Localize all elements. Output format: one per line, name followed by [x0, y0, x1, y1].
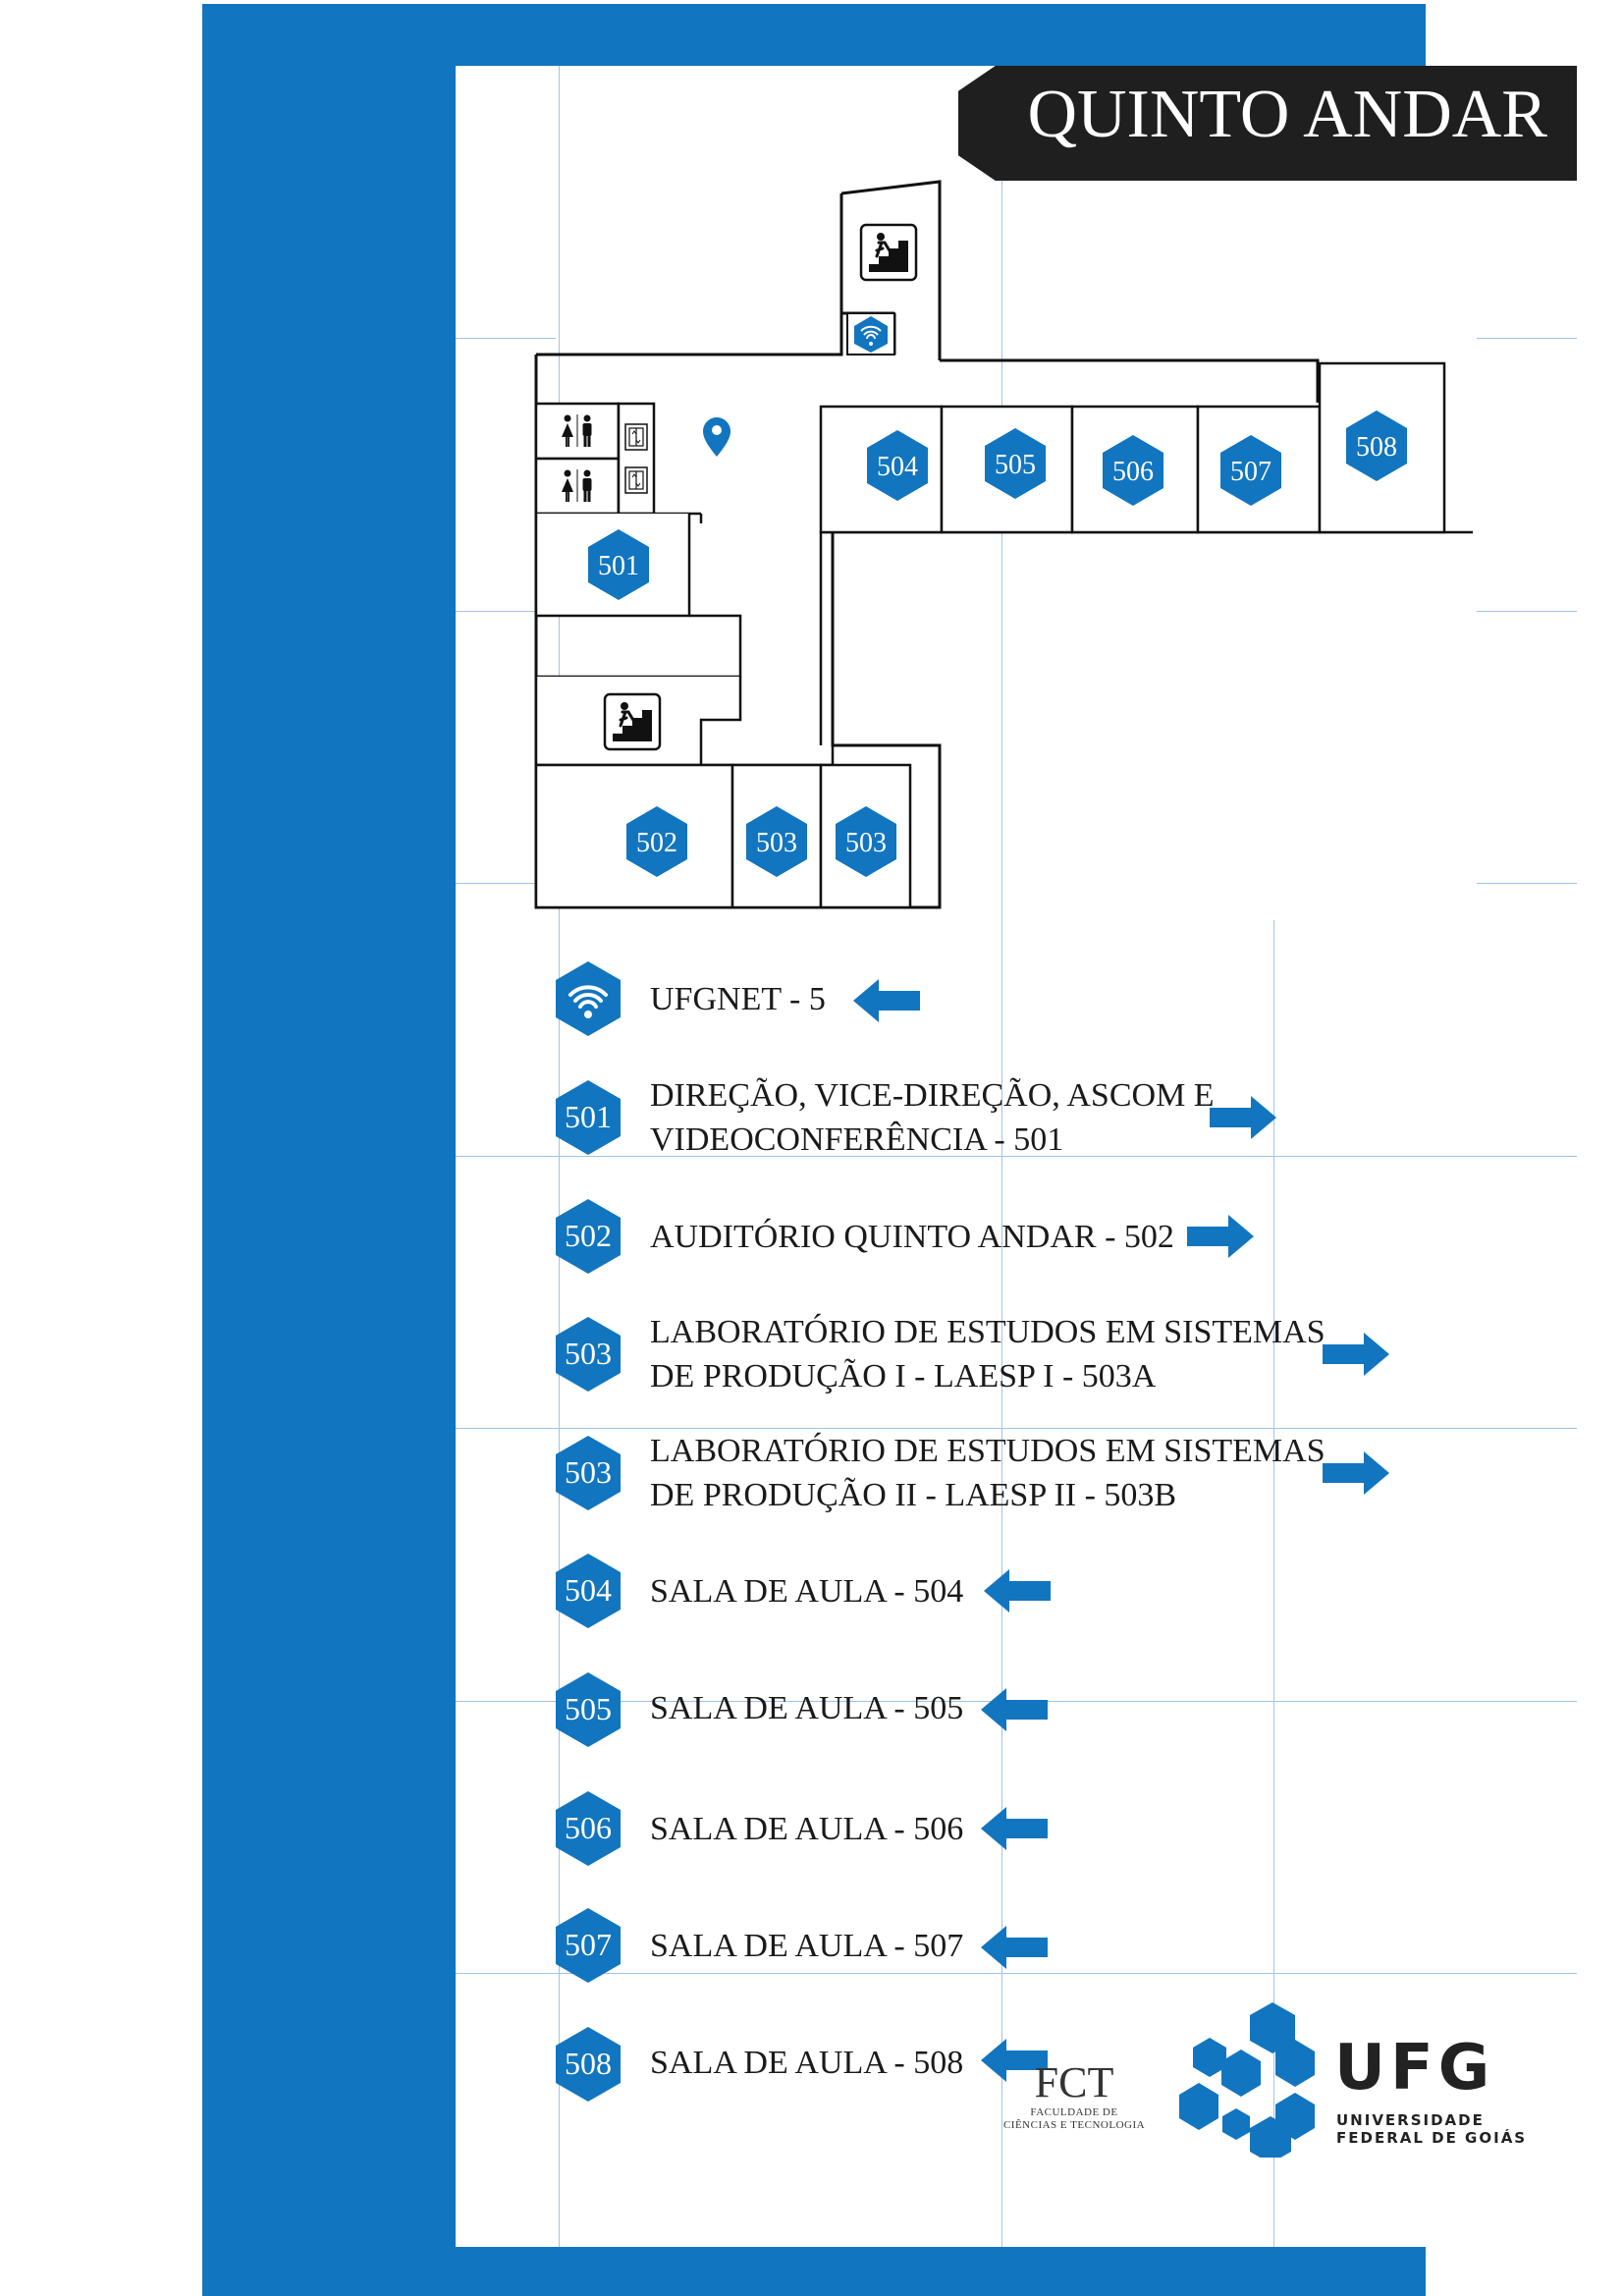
- wifi-icon: [554, 959, 622, 1038]
- badge-hex: 502: [554, 1197, 622, 1276]
- guide-line: [456, 883, 556, 884]
- page-title: QUINTO ANDAR: [1027, 77, 1547, 152]
- legend-item: 505 SALA DE AULA - 505: [456, 1670, 1577, 1759]
- room-badge: 507: [1220, 435, 1281, 506]
- room-label-503: 503: [845, 828, 887, 858]
- fct-line1: FACULDADE DE: [1030, 2106, 1118, 2118]
- svg-text:503: 503: [565, 1454, 612, 1490]
- svg-text:505: 505: [565, 1691, 612, 1726]
- ufg-line2: FEDERAL DE GOIÁS: [1336, 2129, 1528, 2147]
- guide-line: [456, 1156, 1577, 1157]
- guide-line: [456, 1973, 1577, 1974]
- arrow-left-icon: [853, 975, 920, 1026]
- legend-item: 506 SALA DE AULA - 506: [456, 1789, 1577, 1878]
- badge-hex: 501: [554, 1078, 622, 1157]
- title-banner: QUINTO ANDAR: [958, 66, 1577, 181]
- location-pin-icon: [703, 417, 730, 457]
- legend-text: SALA DE AULA - 507: [650, 1928, 964, 1964]
- arrow-left-icon: [981, 2035, 1048, 2086]
- badge-hex: 503: [554, 1434, 622, 1512]
- ufg-hex-logo-icon: [1179, 2002, 1315, 2158]
- fct-line2: CIÊNCIAS E TECNOLOGIA: [1002, 2119, 1146, 2131]
- svg-text:506: 506: [565, 1810, 612, 1845]
- legend-item: UFGNET - 5: [456, 959, 1577, 1048]
- guide-line: [1477, 611, 1577, 612]
- svg-text:501: 501: [565, 1099, 612, 1134]
- badge-hex: 505: [554, 1670, 622, 1749]
- arrow-left-icon: [981, 1684, 1048, 1735]
- wifi-icon: [846, 312, 895, 355]
- legend-text: SALA DE AULA - 505: [650, 1690, 964, 1726]
- arrow-right-icon: [1323, 1448, 1389, 1499]
- legend-item: 502 AUDITÓRIO QUINTO ANDAR - 502: [456, 1197, 1577, 1285]
- svg-text:507: 507: [565, 1927, 612, 1962]
- room-label-504: 504: [877, 452, 918, 482]
- guide-line: [1477, 883, 1577, 884]
- room-badge: 503: [746, 806, 807, 877]
- stairs-icon: [859, 223, 918, 282]
- stairs-icon: [603, 692, 662, 751]
- legend-text: SALA DE AULA - 508: [650, 2045, 964, 2081]
- legend-item: 508 SALA DE AULA - 508: [456, 2025, 1577, 2113]
- arrow-right-icon: [1187, 1211, 1254, 1262]
- badge-hex: 504: [554, 1552, 622, 1630]
- elevator-icon: [624, 466, 648, 494]
- room-505: [940, 405, 1074, 534]
- arrow-right-icon: [1323, 1329, 1389, 1380]
- fct-abbr: FCT: [1034, 2058, 1114, 2106]
- room-label-505: 505: [995, 450, 1036, 480]
- room-label-502: 502: [636, 828, 677, 858]
- room-label-508: 508: [1356, 432, 1397, 463]
- legend-text: SALA DE AULA - 504: [650, 1573, 964, 1610]
- ufg-wordmark: UFG: [1334, 2032, 1495, 2105]
- guide-line: [1477, 338, 1577, 339]
- badge-hex: 503: [554, 1315, 622, 1394]
- sign-frame: QUINTO ANDAR: [202, 4, 1577, 2296]
- svg-text:503: 503: [565, 1336, 612, 1371]
- room-label-507: 507: [1230, 457, 1271, 487]
- arrow-left-icon: [984, 1565, 1051, 1616]
- restroom-block: [534, 402, 703, 523]
- arrow-left-icon: [981, 1803, 1048, 1854]
- sign-panel: QUINTO ANDAR: [456, 66, 1577, 2247]
- room-badge: 502: [626, 806, 687, 877]
- room-badge: 504: [867, 430, 928, 501]
- svg-text:508: 508: [565, 2046, 612, 2081]
- guide-line: [456, 338, 556, 339]
- room-badge: 506: [1103, 435, 1163, 506]
- elevator-icon: [624, 423, 648, 451]
- legend-text: UFGNET - 5: [650, 981, 826, 1017]
- room-badge: 505: [985, 428, 1046, 499]
- room-badge: 503: [836, 806, 896, 877]
- badge-hex: 507: [554, 1906, 622, 1985]
- guide-line: [456, 1428, 1577, 1429]
- ufg-line1: UNIVERSIDADE: [1336, 2111, 1485, 2129]
- guide-line: [1273, 920, 1274, 2247]
- legend-item: 504 SALA DE AULA - 504: [456, 1552, 1577, 1640]
- svg-text:504: 504: [565, 1572, 612, 1608]
- floor-plan: 501 502 503 503 504 505 506 507 508: [534, 180, 1473, 909]
- room-badge: 508: [1346, 410, 1407, 481]
- svg-text:502: 502: [565, 1218, 612, 1253]
- guide-line: [456, 611, 556, 612]
- legend-item: 507 SALA DE AULA - 507: [456, 1906, 1577, 1995]
- ufg-subtitle: UNIVERSIDADE FEDERAL DE GOIÁS: [1336, 2111, 1527, 2147]
- room-label-506: 506: [1112, 457, 1154, 487]
- badge-hex: 506: [554, 1789, 622, 1868]
- fct-logo: FCT FACULDADE DE CIÊNCIAS E TECNOLOGIA: [986, 2059, 1163, 2132]
- arrow-right-icon: [1210, 1092, 1276, 1143]
- room-label-503: 503: [756, 828, 797, 858]
- arrow-left-icon: [981, 1922, 1048, 1973]
- room-badge: 501: [588, 529, 649, 600]
- legend-text: AUDITÓRIO QUINTO ANDAR - 502: [650, 1219, 1174, 1255]
- room-label-501: 501: [598, 551, 639, 581]
- badge-hex: 508: [554, 2025, 622, 2104]
- legend-text: SALA DE AULA - 506: [650, 1811, 964, 1847]
